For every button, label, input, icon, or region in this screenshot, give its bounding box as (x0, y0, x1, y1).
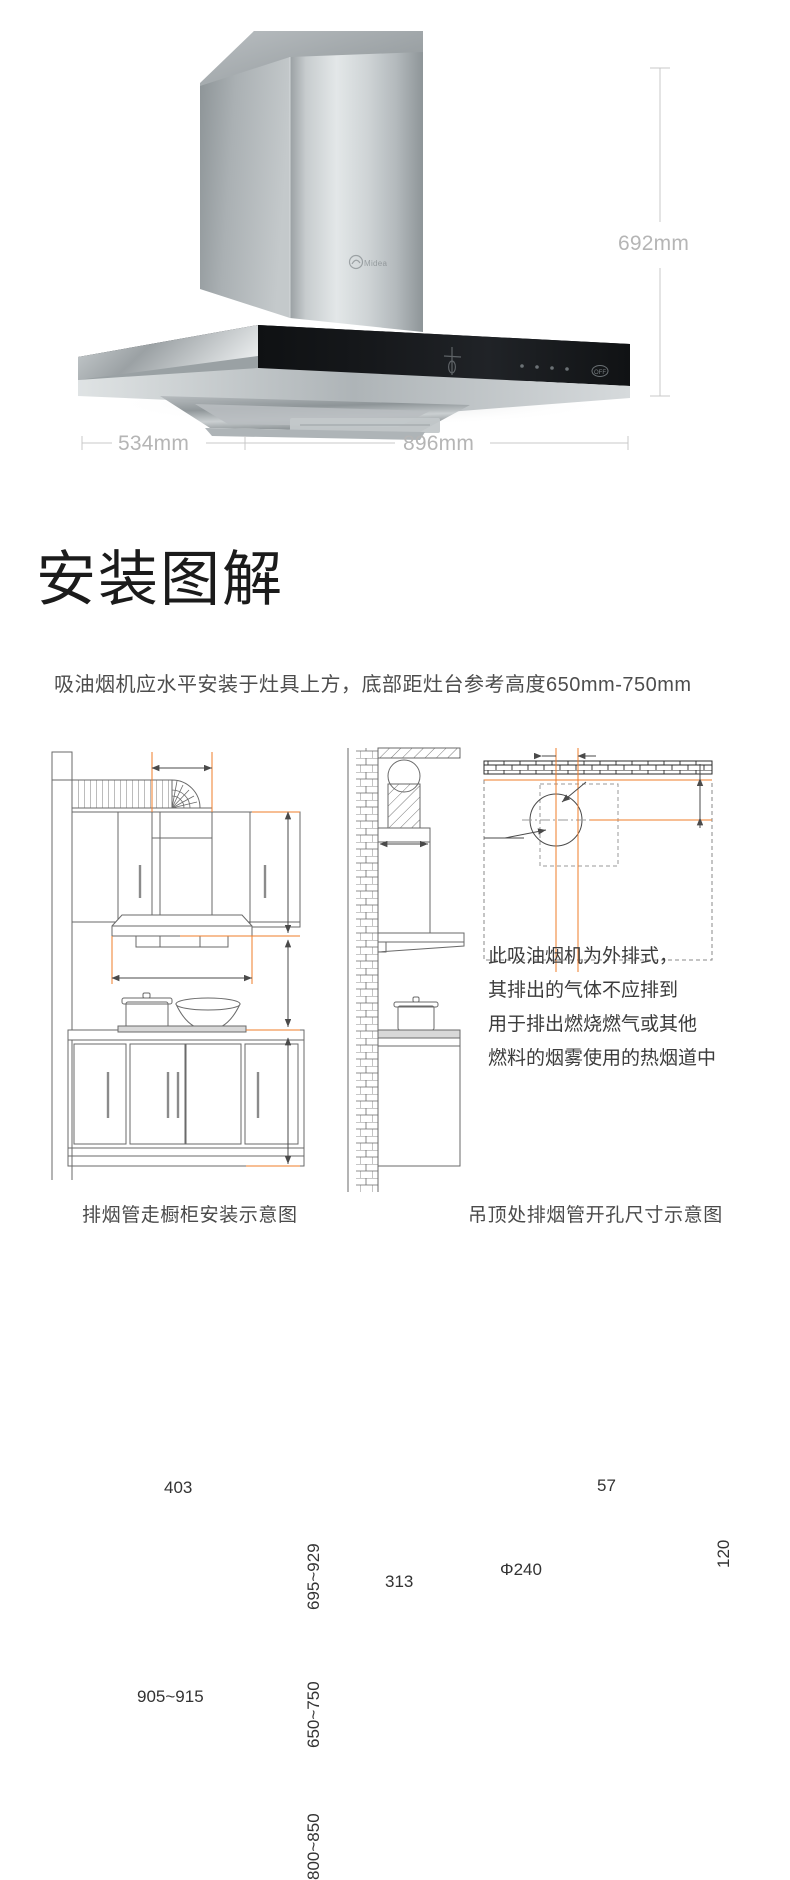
left-dim-800-850: 800~850 (304, 1813, 323, 1880)
right-ceiling-hole-drawing (483, 748, 713, 972)
svg-text:OFF: OFF (594, 370, 606, 376)
hero-dimension-lines (81, 67, 670, 450)
installation-line-drawings (51, 747, 713, 1192)
notice-line-1: 此吸油烟机为外排式， (488, 946, 679, 967)
svg-text:Midea: Midea (364, 259, 388, 268)
right-dim-57: 57 (597, 1476, 616, 1495)
section-title: 安装图解 (36, 546, 284, 613)
notice-line-4: 燃料的烟雾使用的热烟道中 (488, 1048, 717, 1069)
left-elevation-drawing (51, 751, 305, 1180)
exhaust-notice-block: 此吸油烟机为外排式， 其排出的气体不应排到 用于排出燃烧燃气或其他 燃料的烟雾使… (488, 940, 738, 1076)
range-hood-illustration: Midea (78, 31, 670, 450)
hero-depth-dimension: 534mm (118, 432, 190, 455)
left-dim-695-929: 695~929 (304, 1543, 323, 1610)
right-dim-diameter: Φ240 (500, 1560, 542, 1579)
left-dim-hood-width: 905~915 (137, 1687, 204, 1706)
right-dim-120: 120 (714, 1539, 733, 1568)
section-subtitle: 吸油烟机应水平安装于灶具上方，底部距灶台参考高度650mm-750mm (54, 674, 692, 696)
middle-section-drawing (347, 747, 465, 1192)
notice-line-3: 用于排出燃烧燃气或其他 (488, 1014, 698, 1035)
middle-dim-313: 313 (385, 1572, 414, 1591)
notice-line-2: 其排出的气体不应排到 (488, 980, 679, 1001)
left-dim-403: 403 (164, 1478, 193, 1497)
brand-logo: Midea (348, 254, 388, 270)
control-panel-keys: OFF (520, 364, 609, 377)
hood-emblem (443, 347, 462, 375)
caption-left-diagram: 排烟管走橱柜安装示意图 (82, 1205, 298, 1226)
hero-width-dimension: 896mm (403, 432, 475, 455)
hero-product-image: Midea (0, 0, 790, 500)
left-dim-650-750: 650~750 (304, 1681, 323, 1748)
hero-height-dimension: 692mm (618, 232, 690, 255)
caption-right-diagram: 吊顶处排烟管开孔尺寸示意图 (468, 1205, 723, 1226)
